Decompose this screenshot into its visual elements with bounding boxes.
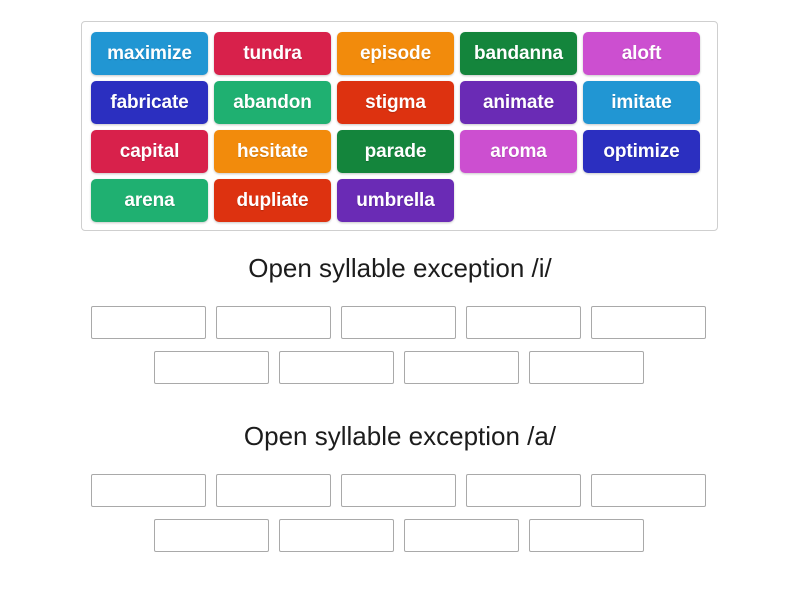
category-section-0: Open syllable exception /i/ <box>0 252 800 396</box>
word-tile[interactable]: dupliate <box>214 179 331 222</box>
word-tile[interactable]: aloft <box>583 32 700 75</box>
word-tile[interactable]: stigma <box>337 81 454 124</box>
dropzone-slot[interactable] <box>91 474 206 507</box>
word-tile[interactable]: hesitate <box>214 130 331 173</box>
dropzone-slot[interactable] <box>216 474 331 507</box>
dropzone-row-bottom <box>0 519 800 552</box>
dropzone-slot[interactable] <box>529 351 644 384</box>
dropzone-slot[interactable] <box>341 306 456 339</box>
word-tile[interactable]: tundra <box>214 32 331 75</box>
dropzone-slot[interactable] <box>154 351 269 384</box>
word-tile[interactable]: fabricate <box>91 81 208 124</box>
dropzone-row-bottom <box>0 351 800 384</box>
word-tile[interactable]: capital <box>91 130 208 173</box>
word-tile[interactable]: animate <box>460 81 577 124</box>
dropzone-row-top <box>0 306 800 339</box>
dropzone-slot[interactable] <box>466 306 581 339</box>
category-title: Open syllable exception /i/ <box>248 253 552 283</box>
word-tile[interactable]: arena <box>91 179 208 222</box>
word-tile[interactable]: bandanna <box>460 32 577 75</box>
dropzone-slot[interactable] <box>404 351 519 384</box>
word-tile[interactable]: episode <box>337 32 454 75</box>
dropzone-slot[interactable] <box>341 474 456 507</box>
word-tile[interactable]: parade <box>337 130 454 173</box>
dropzone-slot[interactable] <box>466 474 581 507</box>
dropzone-slot[interactable] <box>91 306 206 339</box>
word-tile[interactable]: maximize <box>91 32 208 75</box>
category-title: Open syllable exception /a/ <box>243 421 557 451</box>
word-tile[interactable]: abandon <box>214 81 331 124</box>
dropzone-slot[interactable] <box>591 474 706 507</box>
dropzone-slot[interactable] <box>216 306 331 339</box>
word-tile[interactable]: optimize <box>583 130 700 173</box>
dropzone-slot[interactable] <box>591 306 706 339</box>
word-tile[interactable]: umbrella <box>337 179 454 222</box>
dropzone-slot[interactable] <box>529 519 644 552</box>
category-section-1: Open syllable exception /a/ <box>0 420 800 564</box>
word-tile[interactable]: aroma <box>460 130 577 173</box>
dropzone-slot[interactable] <box>404 519 519 552</box>
dropzone-row-top <box>0 474 800 507</box>
dropzone-slot[interactable] <box>279 351 394 384</box>
word-tile[interactable]: imitate <box>583 81 700 124</box>
dropzone-slot[interactable] <box>154 519 269 552</box>
dropzone-slot[interactable] <box>279 519 394 552</box>
